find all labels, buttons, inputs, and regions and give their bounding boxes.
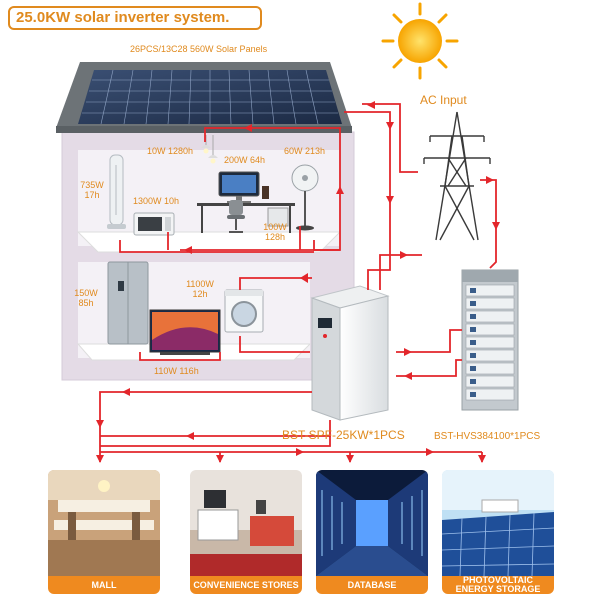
- tower-fan-icon: [107, 154, 126, 229]
- mall-caption: MALL: [48, 576, 160, 594]
- ac-input-label: AC Input: [420, 93, 467, 107]
- monitor-power-label: 200W 64h: [224, 155, 266, 165]
- transmission-tower-icon: [423, 111, 491, 241]
- desk-device-power-label: 100W 128h: [263, 222, 287, 242]
- office-chair-icon: [227, 200, 245, 233]
- sun-icon: [381, 2, 459, 80]
- microwave-icon: [133, 212, 175, 236]
- tv-power-label: 110W 116h: [154, 366, 199, 376]
- house: [56, 62, 355, 381]
- microwave-power-label: 1300W 10h: [133, 196, 180, 206]
- washer-power-label: 1100W 12h: [186, 279, 214, 299]
- fan-power-label: 60W 213h: [284, 146, 326, 156]
- convenience-store-photo: [190, 470, 302, 576]
- washing-machine-icon: [224, 289, 264, 333]
- bulb-power-label: 10W 1280h: [147, 146, 194, 156]
- database-caption: DATABASE: [316, 576, 428, 594]
- pv-storage-photo: [442, 470, 554, 576]
- convenience-stores-caption: CONVENIENCE STORES: [190, 576, 302, 594]
- television-icon: [149, 309, 221, 355]
- tower-fan-power-label: 735W 17h: [80, 180, 104, 200]
- inverter-cabinet-icon: [310, 285, 390, 421]
- battery-rack-icon: [461, 269, 519, 411]
- battery-label: BST-HVS384100*1PCS: [434, 431, 541, 442]
- flow-arrow-icon: [96, 101, 500, 463]
- desk-icon: [197, 200, 295, 233]
- diagram-title: 25.0KW solar inverter system.: [8, 6, 262, 30]
- solar-panels-label: 26PCS/13C28 560W Solar Panels: [130, 44, 268, 54]
- inverter-label: BST-SPF-25KW*1PCS: [282, 428, 405, 442]
- standing-fan-icon: [291, 164, 319, 231]
- database-photo: [316, 470, 428, 576]
- fridge-power-label: 150W 85h: [74, 288, 98, 308]
- pendant-lamp-icon: [201, 135, 218, 164]
- refrigerator-icon: [107, 261, 149, 345]
- wiring: [99, 103, 497, 462]
- mall-photo: [48, 470, 160, 576]
- computer-monitor-icon: [218, 171, 269, 203]
